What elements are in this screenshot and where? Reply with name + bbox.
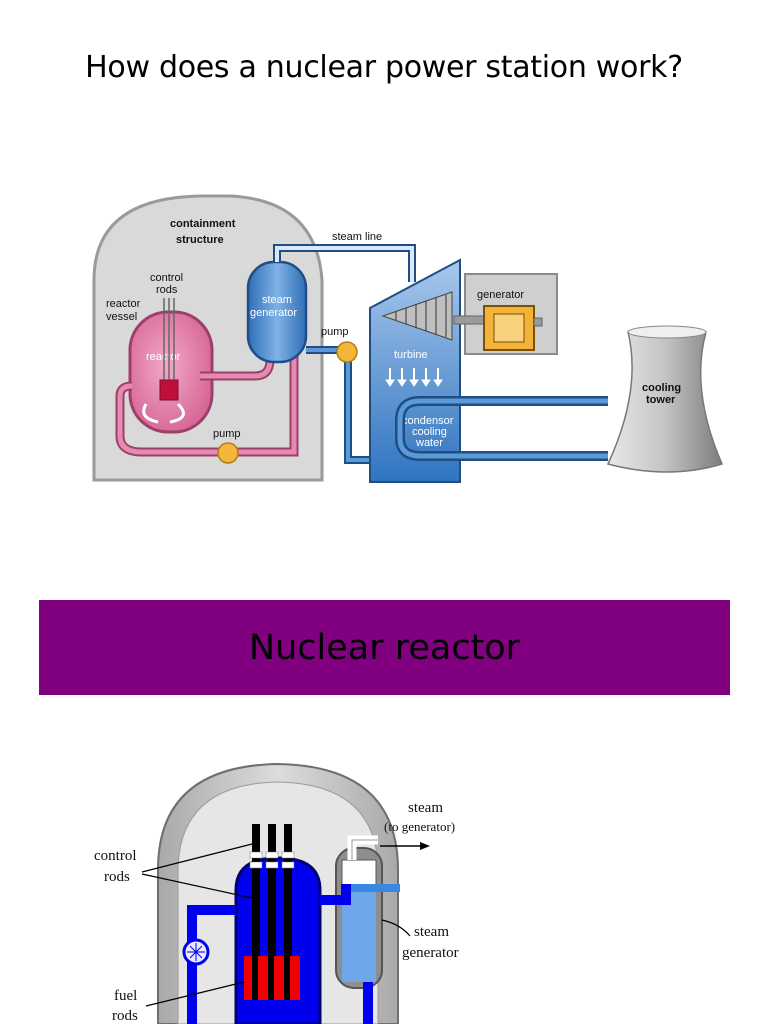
steam-generator-label-2: generator xyxy=(402,945,459,961)
condensor-label-1: condensor xyxy=(402,415,454,427)
reactor-vessel xyxy=(128,310,214,434)
steam-generator-label-2: generator xyxy=(250,307,297,319)
control-rods-label-1: control xyxy=(94,848,137,864)
reactor-diagram: steam (to generator) control rods fuel r… xyxy=(94,762,459,1024)
secondary-pump xyxy=(336,341,358,363)
control-rods-label-1: control xyxy=(150,272,183,284)
power-station-diagram: containment structure reactor control ro… xyxy=(92,194,724,483)
fuel-rods-label-2: rods xyxy=(112,1008,138,1024)
fuel-rods-label-1: fuel xyxy=(114,988,137,1004)
primary-pump-label: pump xyxy=(213,428,241,440)
section-banner-title: Nuclear reactor xyxy=(248,628,521,668)
turbine-label: turbine xyxy=(394,349,428,361)
condensor-label-3: water xyxy=(415,437,443,449)
steam-label-1: steam xyxy=(408,800,443,816)
fuel-rods xyxy=(244,956,300,1000)
page-title: How does a nuclear power station work? xyxy=(85,50,683,85)
reactor-vessel-label-1: reactor xyxy=(106,298,141,310)
steam-line-label: steam line xyxy=(332,231,382,243)
steam-generator-label-1: steam xyxy=(414,924,449,940)
primary-pump xyxy=(217,442,239,464)
control-rods xyxy=(249,824,295,994)
secondary-pump-label: pump xyxy=(321,326,349,338)
steam-label-2: (to generator) xyxy=(384,819,455,834)
cooling-tower-label-2: tower xyxy=(646,394,676,406)
reactor-core xyxy=(159,379,179,401)
reactor-vessel-label-2: vessel xyxy=(106,311,137,323)
containment-label-2: structure xyxy=(176,234,224,246)
condensor-label-2: cooling xyxy=(412,426,447,438)
coolant-pipe xyxy=(320,884,351,905)
generator-label: generator xyxy=(477,289,524,301)
steam-generator-label-1: steam xyxy=(262,294,292,306)
section-banner: Nuclear reactor xyxy=(39,600,730,695)
control-rods-label-2: rods xyxy=(156,284,178,296)
containment-label-1: containment xyxy=(170,218,236,230)
turbine-rotor xyxy=(381,291,453,341)
control-rods-label-2: rods xyxy=(104,869,130,885)
cooling-tower-label-1: cooling xyxy=(642,382,681,394)
